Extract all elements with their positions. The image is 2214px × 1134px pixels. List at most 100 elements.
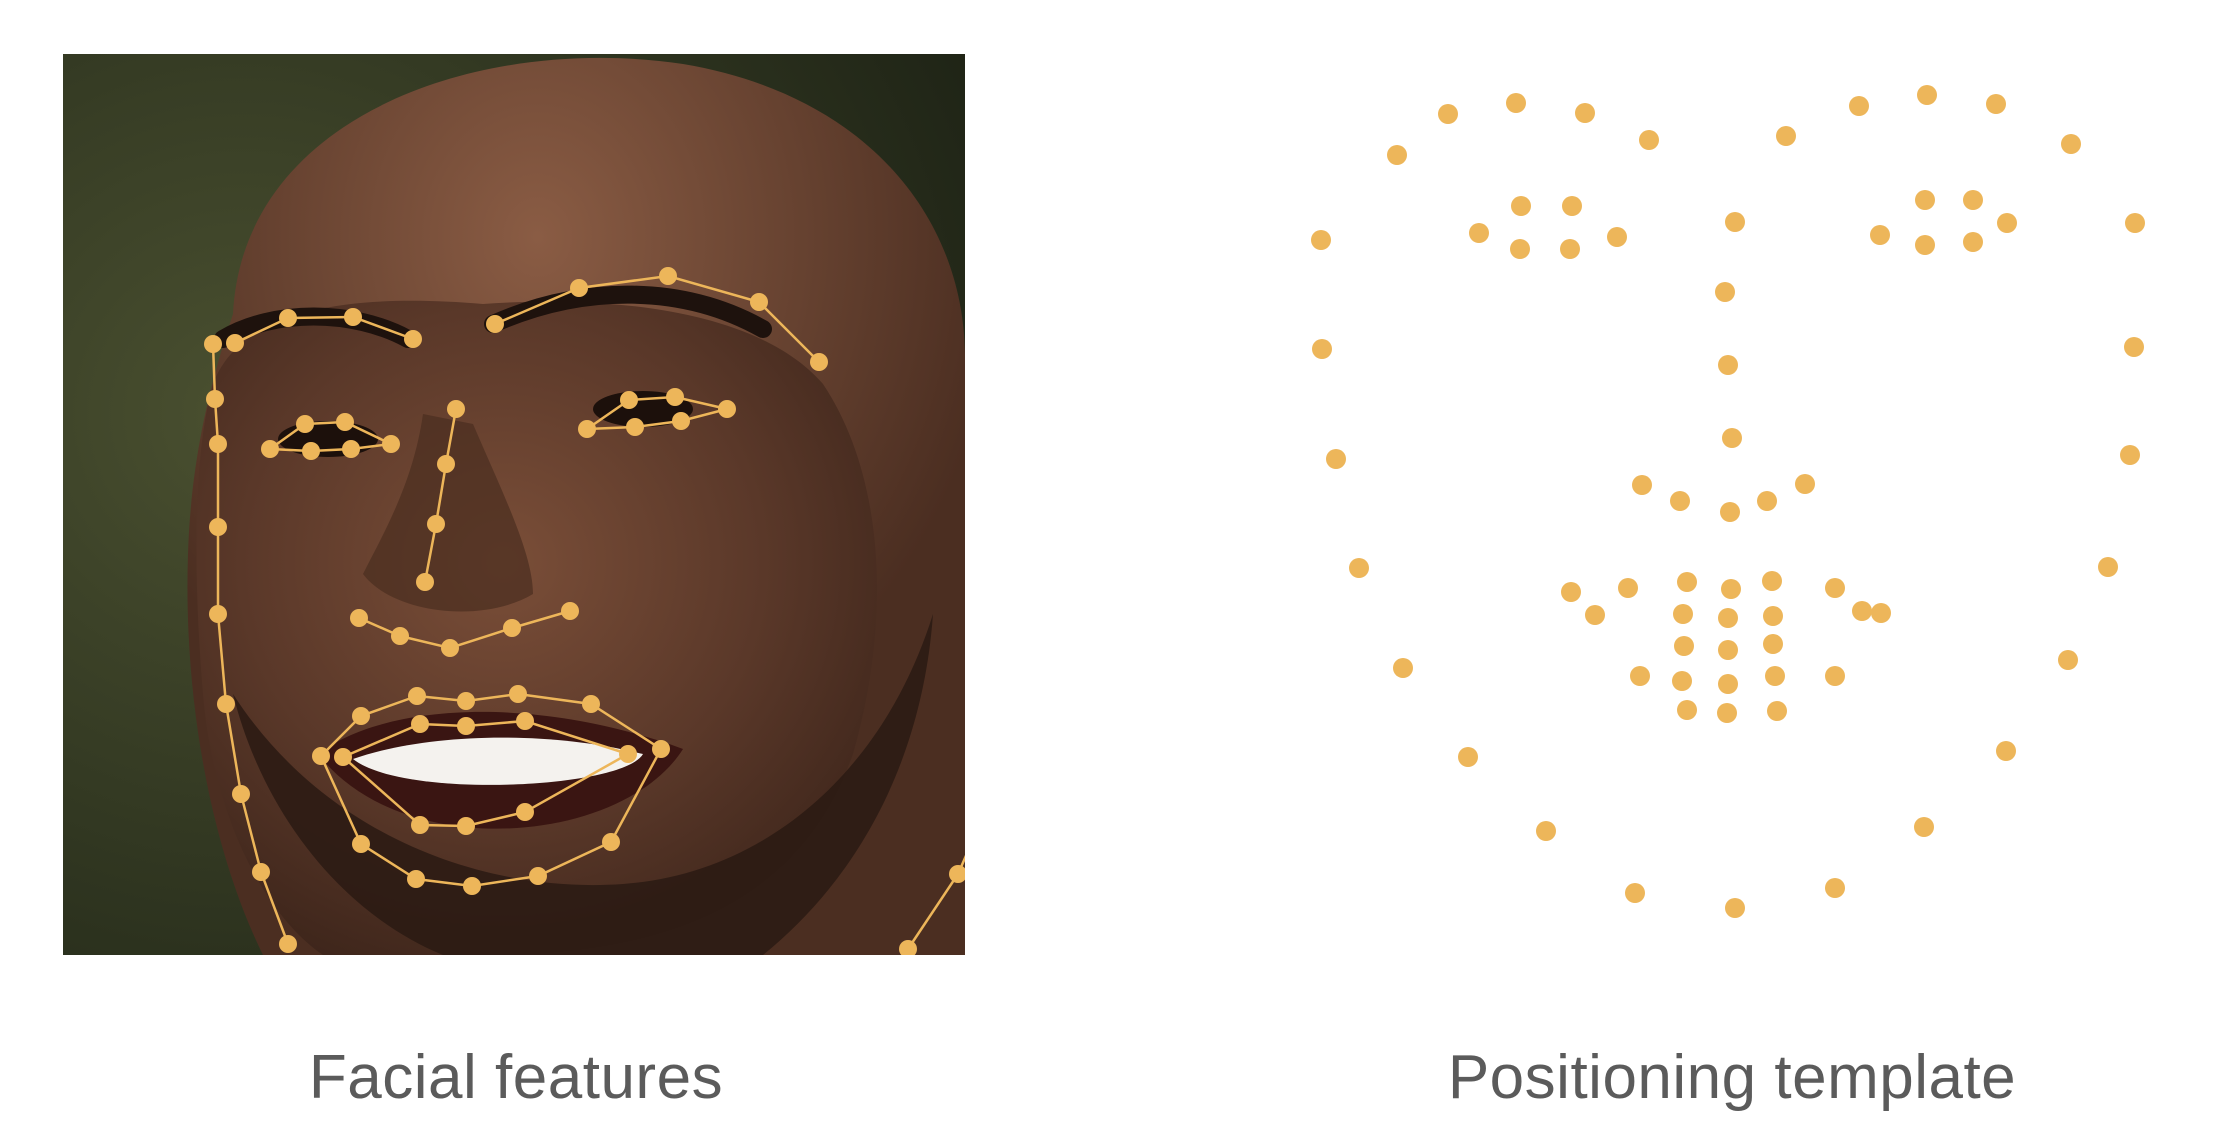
template-dot-36 xyxy=(1997,213,2017,233)
template-dot-21 xyxy=(1996,741,2016,761)
landmark-dot-37 xyxy=(529,867,547,885)
template-dot-55 xyxy=(1825,666,1845,686)
template-dot-26 xyxy=(2125,213,2145,233)
template-dot-68 xyxy=(1718,674,1738,694)
template-dot-29 xyxy=(1562,196,1582,216)
template-dot-13 xyxy=(1349,558,1369,578)
template-dot-67 xyxy=(1672,671,1692,691)
landmark-dot-29 xyxy=(312,747,330,765)
landmark-dot-47 xyxy=(457,817,475,835)
template-dot-53 xyxy=(1825,578,1845,598)
template-dots-group xyxy=(1311,85,2145,918)
landmark-dot-16 xyxy=(570,279,588,297)
landmark-dot-33 xyxy=(509,685,527,703)
landmark-overlay-group xyxy=(204,267,965,955)
landmark-dot-26 xyxy=(441,639,459,657)
landmark-dot-13 xyxy=(344,308,362,326)
caption-positioning-template: Positioning template xyxy=(1447,1043,2017,1112)
landmark-dot-56 xyxy=(620,391,638,409)
landmark-dot-1 xyxy=(206,390,224,408)
template-dot-31 xyxy=(1510,239,1530,259)
template-dot-11 xyxy=(1312,339,1332,359)
beard xyxy=(233,614,933,955)
landmark-dot-35 xyxy=(652,740,670,758)
landmark-dot-4 xyxy=(209,605,227,623)
template-dot-12 xyxy=(1326,449,1346,469)
landmark-dot-32 xyxy=(457,692,475,710)
caption-facial-features: Facial features xyxy=(308,1043,724,1112)
template-dot-47 xyxy=(1795,474,1815,494)
landmark-dot-21 xyxy=(437,455,455,473)
template-dot-48 xyxy=(1561,582,1581,602)
template-dot-54 xyxy=(1871,603,1891,623)
teeth xyxy=(353,737,643,785)
template-dot-9 xyxy=(2061,134,2081,154)
landmark-dot-3 xyxy=(209,518,227,536)
template-dot-39 xyxy=(1725,212,1745,232)
landmark-dot-23 xyxy=(416,573,434,591)
landmark-dot-38 xyxy=(463,877,481,895)
template-dot-0 xyxy=(1387,145,1407,165)
template-dot-14 xyxy=(1393,658,1413,678)
template-dot-grid xyxy=(1311,85,2145,918)
landmark-dot-8 xyxy=(279,935,297,953)
template-dot-25 xyxy=(2124,337,2144,357)
template-dot-51 xyxy=(1721,579,1741,599)
template-dot-7 xyxy=(1917,85,1937,105)
template-dot-1 xyxy=(1438,104,1458,124)
landmark-dot-45 xyxy=(619,745,637,763)
landmark-dot-53 xyxy=(342,440,360,458)
landmark-line-4 xyxy=(423,408,458,583)
landmark-dot-17 xyxy=(659,267,677,285)
template-dot-59 xyxy=(1630,666,1650,686)
template-dot-50 xyxy=(1677,572,1697,592)
landmark-dot-2 xyxy=(209,435,227,453)
template-dot-63 xyxy=(1763,606,1783,626)
positioning-template xyxy=(1290,60,2170,940)
template-dot-69 xyxy=(1765,666,1785,686)
landmark-dot-44 xyxy=(516,712,534,730)
template-dot-58 xyxy=(1677,700,1697,720)
template-dot-64 xyxy=(1674,636,1694,656)
landmark-dot-12 xyxy=(279,309,297,327)
template-dot-16 xyxy=(1536,821,1556,841)
nose xyxy=(363,414,533,612)
landmark-line-2 xyxy=(234,315,414,345)
landmark-dot-19 xyxy=(810,353,828,371)
landmark-dot-42 xyxy=(411,715,429,733)
landmark-dot-0 xyxy=(204,335,222,353)
template-dot-70 xyxy=(1852,601,1872,621)
landmark-dot-15 xyxy=(486,315,504,333)
landmark-dot-57 xyxy=(666,388,684,406)
template-dot-62 xyxy=(1718,608,1738,628)
landmark-dot-10 xyxy=(949,865,965,883)
landmark-line-1 xyxy=(906,854,965,950)
template-dot-28 xyxy=(1511,196,1531,216)
template-dot-57 xyxy=(1717,703,1737,723)
landmark-dot-43 xyxy=(457,717,475,735)
landmark-dot-59 xyxy=(672,412,690,430)
template-dot-3 xyxy=(1575,103,1595,123)
template-dot-60 xyxy=(1585,605,1605,625)
landmark-dot-36 xyxy=(602,833,620,851)
template-dot-49 xyxy=(1618,578,1638,598)
template-dot-41 xyxy=(1718,355,1738,375)
template-dot-17 xyxy=(1625,883,1645,903)
landmark-dot-30 xyxy=(352,707,370,725)
landmark-dot-5 xyxy=(217,695,235,713)
landmark-dot-39 xyxy=(407,870,425,888)
landmark-dot-60 xyxy=(626,418,644,436)
template-dot-2 xyxy=(1506,93,1526,113)
template-dot-38 xyxy=(1915,235,1935,255)
template-dot-43 xyxy=(1632,475,1652,495)
template-dot-52 xyxy=(1762,571,1782,591)
landmark-dot-50 xyxy=(296,415,314,433)
landmark-dot-7 xyxy=(252,863,270,881)
landmark-dot-14 xyxy=(404,330,422,348)
landmark-dot-24 xyxy=(350,609,368,627)
template-dot-24 xyxy=(2120,445,2140,465)
landmark-dot-40 xyxy=(352,835,370,853)
template-dot-5 xyxy=(1776,126,1796,146)
template-dot-18 xyxy=(1725,898,1745,918)
template-dot-30 xyxy=(1607,227,1627,247)
